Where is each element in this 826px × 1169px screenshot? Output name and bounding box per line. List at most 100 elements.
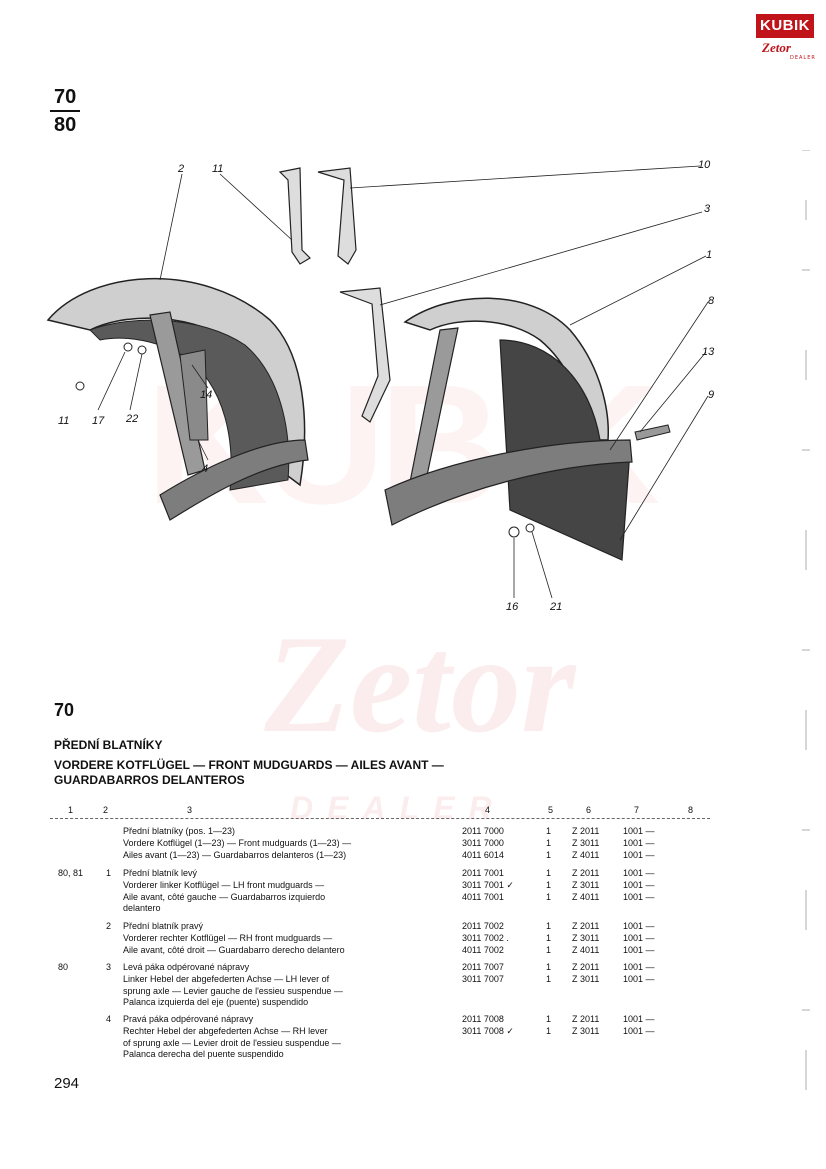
row-description: sprung axle — Levier gauche de l'essieu …	[123, 985, 343, 996]
row-description: Aile avant, côté gauche — Guardabarros i…	[123, 891, 326, 902]
callout-3: 3	[704, 203, 711, 215]
row-model: Z 3011	[572, 879, 600, 890]
row-serial-from: 1001 —	[623, 868, 655, 878]
leader-lines	[97, 165, 709, 599]
row-quantity: 1	[546, 837, 552, 848]
row-part-number: 3011 7002 .	[462, 932, 509, 943]
row-part-number: 2011 7007	[462, 962, 504, 972]
row-description: Rechter Hebel der abgefederten Achse — R…	[123, 1025, 328, 1036]
page-ref-divider	[50, 110, 80, 112]
row-quantity: 1	[546, 879, 552, 890]
row-model: Z 3011	[572, 837, 600, 848]
col-header-6: 6	[586, 805, 592, 815]
callout-11-top: 11	[212, 163, 223, 175]
row-model: Z 2011	[572, 868, 600, 878]
row-quantity: 1	[546, 973, 552, 984]
left-mudguard	[46, 277, 309, 521]
row-model: Z 2011	[572, 962, 600, 972]
watermark-zetor: Zetor	[264, 607, 576, 762]
page-ref-top: 70	[54, 86, 77, 108]
row-model: Z 2011	[572, 1014, 600, 1024]
row-description: Vorderer rechter Kotflügel — RH front mu…	[123, 932, 333, 943]
row-description: Palanca izquierda del eje (puente) suspe…	[123, 997, 309, 1008]
callout-10: 10	[698, 159, 711, 171]
section-title-line-2: GUARDABARROS DELANTEROS	[54, 773, 245, 787]
page-ref-bottom: 80	[54, 114, 77, 136]
callout-17: 17	[92, 415, 105, 427]
row-serial-from: 1001 —	[623, 891, 655, 902]
row-reference: 80, 81	[58, 868, 84, 878]
row-description: Vordere Kotflügel (1—23) — Front mudguar…	[123, 837, 352, 848]
row-quantity: 1	[546, 891, 552, 902]
row-quantity: 1	[546, 944, 552, 955]
row-quantity: 1	[546, 962, 552, 972]
row-description: Přední blatník pravý	[123, 921, 204, 931]
col-header-8: 8	[688, 805, 694, 815]
row-model: Z 4011	[572, 849, 600, 860]
row-serial-from: 1001 —	[623, 1025, 655, 1036]
col-header-4: 4	[485, 805, 491, 815]
col-header-5: 5	[548, 805, 554, 815]
row-serial-from: 1001 —	[623, 921, 655, 931]
row-part-number: 3011 7001 ✓	[462, 879, 514, 890]
row-serial-from: 1001 —	[623, 826, 655, 836]
section-title-line-1: VORDERE KOTFLÜGEL — FRONT MUDGUARDS — AI…	[54, 758, 444, 772]
brand-logo-sub: Zetor	[762, 40, 791, 55]
mudguard-exploded-diagram: 2 11 10 3 1 8 13 9 11 17 22 14 4 16 21	[46, 159, 715, 613]
row-quantity: 1	[546, 932, 552, 943]
callout-1: 1	[706, 249, 712, 261]
row-model: Z 2011	[572, 826, 600, 836]
row-position: 3	[106, 962, 112, 972]
section-number: 70	[54, 700, 75, 720]
callout-8: 8	[708, 295, 715, 307]
row-serial-from: 1001 —	[623, 973, 655, 984]
row-serial-from: 1001 —	[623, 932, 655, 943]
callout-22: 22	[125, 413, 138, 425]
margin-marks	[802, 150, 810, 1090]
brackets-top	[278, 167, 391, 423]
col-header-2: 2	[103, 805, 109, 815]
row-reference: 80	[58, 962, 69, 972]
watermark-dealer: DEALER	[290, 790, 506, 826]
row-model: Z 3011	[572, 932, 600, 943]
row-description: Pravá páka odpérované nápravy	[123, 1014, 254, 1024]
row-part-number: 4011 7002	[462, 944, 504, 955]
section-title-multilingual: VORDERE KOTFLÜGEL — FRONT MUDGUARDS — AI…	[54, 758, 444, 788]
row-model: Z 4011	[572, 944, 600, 955]
row-position: 1	[106, 868, 112, 878]
page-number: 294	[54, 1075, 80, 1092]
callout-14: 14	[200, 389, 212, 401]
row-description: Aile avant, côté droit — Guardabarro der…	[123, 944, 345, 955]
row-part-number: 3011 7000	[462, 837, 504, 848]
row-description: of sprung axle — Levier droit de l'essie…	[123, 1037, 341, 1048]
row-part-number: 2011 7002	[462, 921, 504, 931]
row-part-number: 3011 7008 ✓	[462, 1025, 514, 1036]
row-part-number: 4011 7001	[462, 891, 504, 902]
row-quantity: 1	[546, 849, 552, 860]
row-part-number: 2011 7008	[462, 1014, 504, 1024]
row-model: Z 3011	[572, 1025, 600, 1036]
row-description: Linker Hebel der abgefederten Achse — LH…	[123, 973, 330, 984]
row-position: 4	[106, 1014, 112, 1024]
right-mudguard	[384, 297, 671, 561]
row-position: 2	[106, 921, 112, 931]
row-model: Z 3011	[572, 973, 600, 984]
row-model: Z 2011	[572, 921, 600, 931]
brand-logo-dealer: DEALER	[790, 55, 816, 61]
row-serial-from: 1001 —	[623, 849, 655, 860]
row-serial-from: 1001 —	[623, 837, 655, 848]
row-quantity: 1	[546, 921, 552, 931]
callout-21: 21	[549, 601, 562, 613]
row-part-number: 4011 6014	[462, 849, 504, 860]
callout-4: 4	[202, 463, 208, 475]
callout-16: 16	[506, 601, 519, 613]
row-description: Přední blatník levý	[123, 868, 198, 878]
row-description: Přední blatníky (pos. 1—23)	[123, 826, 236, 836]
row-model: Z 4011	[572, 891, 600, 902]
row-description: Vorderer linker Kotflügel — LH front mud…	[123, 879, 325, 890]
row-serial-from: 1001 —	[623, 879, 655, 890]
row-description: delantero	[123, 903, 161, 914]
row-quantity: 1	[546, 826, 552, 836]
callout-2: 2	[177, 163, 184, 175]
